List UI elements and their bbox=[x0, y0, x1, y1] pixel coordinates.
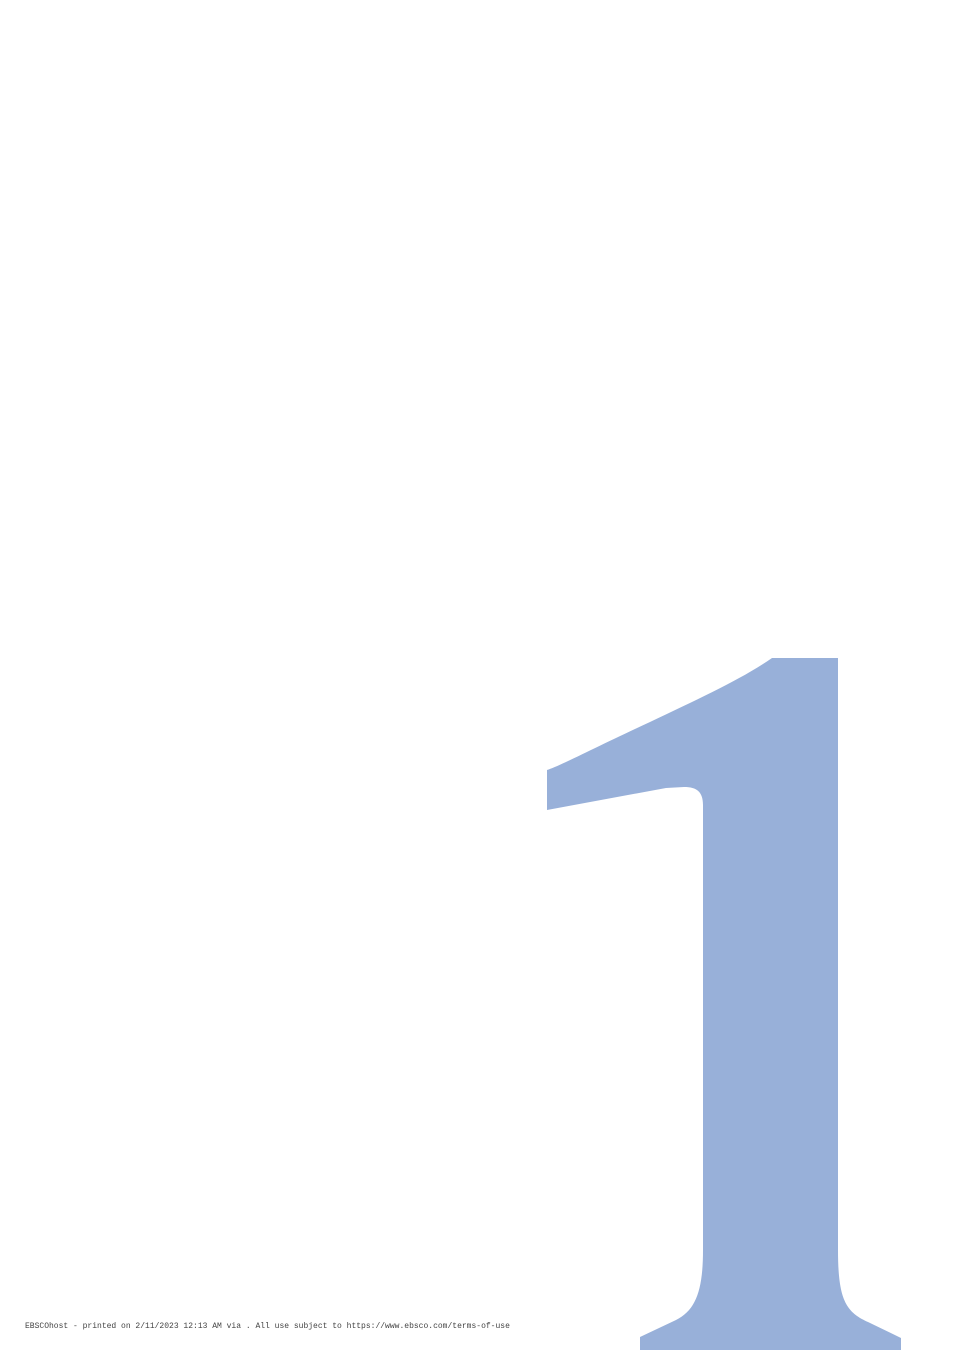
print-notice-footer: EBSCOhost - printed on 2/11/2023 12:13 A… bbox=[25, 1322, 510, 1331]
chapter-number-glyph-shape bbox=[547, 658, 901, 1350]
